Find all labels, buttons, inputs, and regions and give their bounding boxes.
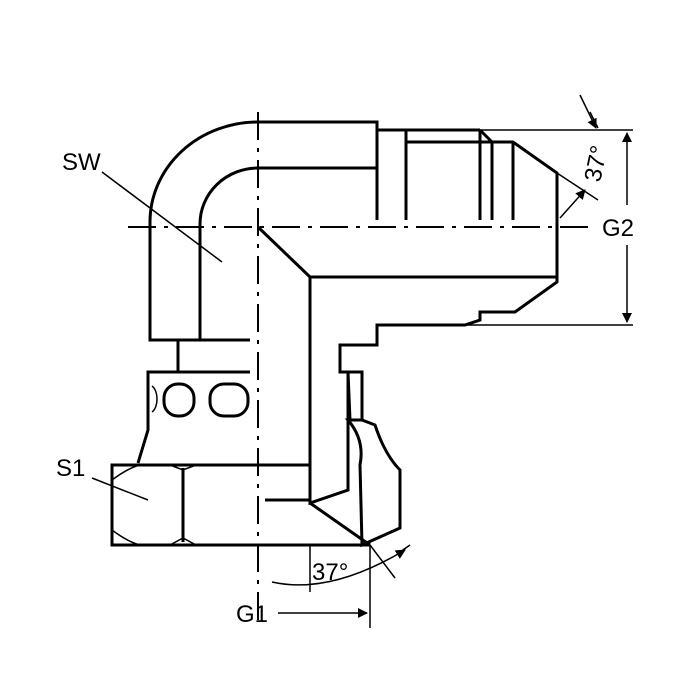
g2-label: G2 — [602, 215, 634, 242]
angle-top: 37° — [556, 94, 613, 219]
s1-label: S1 — [56, 455, 85, 482]
leader-s1: S1 — [56, 455, 149, 501]
male-thread-end — [377, 128, 559, 277]
section-hatching — [308, 275, 559, 548]
angle-bottom-label: 37° — [312, 559, 348, 586]
hex-s1 — [110, 463, 370, 547]
angle-top-label: 37° — [579, 143, 613, 184]
elbow-body — [148, 120, 379, 372]
swivel-nut — [136, 370, 310, 502]
dimension-g2: G2 — [465, 129, 634, 326]
g1-label: G1 — [236, 601, 268, 628]
bore-outline — [256, 225, 557, 279]
sw-label: SW — [62, 149, 101, 176]
dimension-g1: 37° G1 — [236, 544, 411, 628]
leader-sw: SW — [62, 149, 223, 263]
